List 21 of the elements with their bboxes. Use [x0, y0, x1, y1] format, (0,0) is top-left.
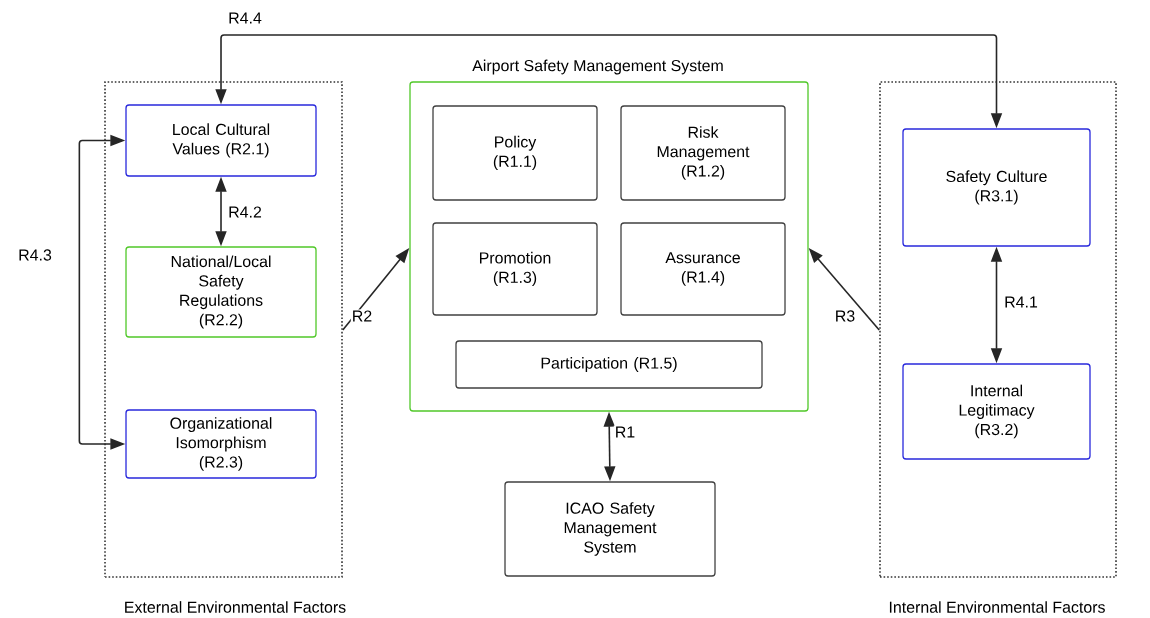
edge-label: R4.2	[227, 205, 263, 219]
edge-label: R4.4	[227, 11, 263, 25]
edge-label: R4.3	[17, 248, 53, 262]
process-box: Promotion (R1.3)	[432, 222, 598, 316]
group-heading: Internal Environmental Factors	[889, 601, 1105, 613]
factor-box: Organizational Isomorphism (R2.3)	[125, 409, 317, 479]
edge-label: R1	[613, 425, 637, 439]
process-box: Risk Management (R1.2)	[620, 105, 786, 201]
process-box: Policy (R1.1)	[432, 105, 598, 201]
edge-label: R3	[833, 309, 857, 323]
factor-box: Safety Culture (R3.1)	[902, 128, 1091, 247]
edge-label: R4.1	[1003, 295, 1039, 309]
process-box: Participation (R1.5)	[455, 340, 763, 389]
factor-box: Internal Legitimacy (R3.2)	[902, 363, 1091, 460]
factor-box: Local Cultural Values (R2.1)	[125, 104, 317, 177]
group-heading: External Environmental Factors	[125, 601, 346, 613]
group-heading: Airport Safety Management System	[472, 59, 723, 75]
factor-box: National/Local Safety Regulations (R2.2)	[125, 246, 317, 338]
process-box: ICAO Safety Management System	[504, 481, 716, 577]
process-box: Assurance (R1.4)	[620, 222, 786, 316]
edge-label: R2	[350, 309, 374, 323]
